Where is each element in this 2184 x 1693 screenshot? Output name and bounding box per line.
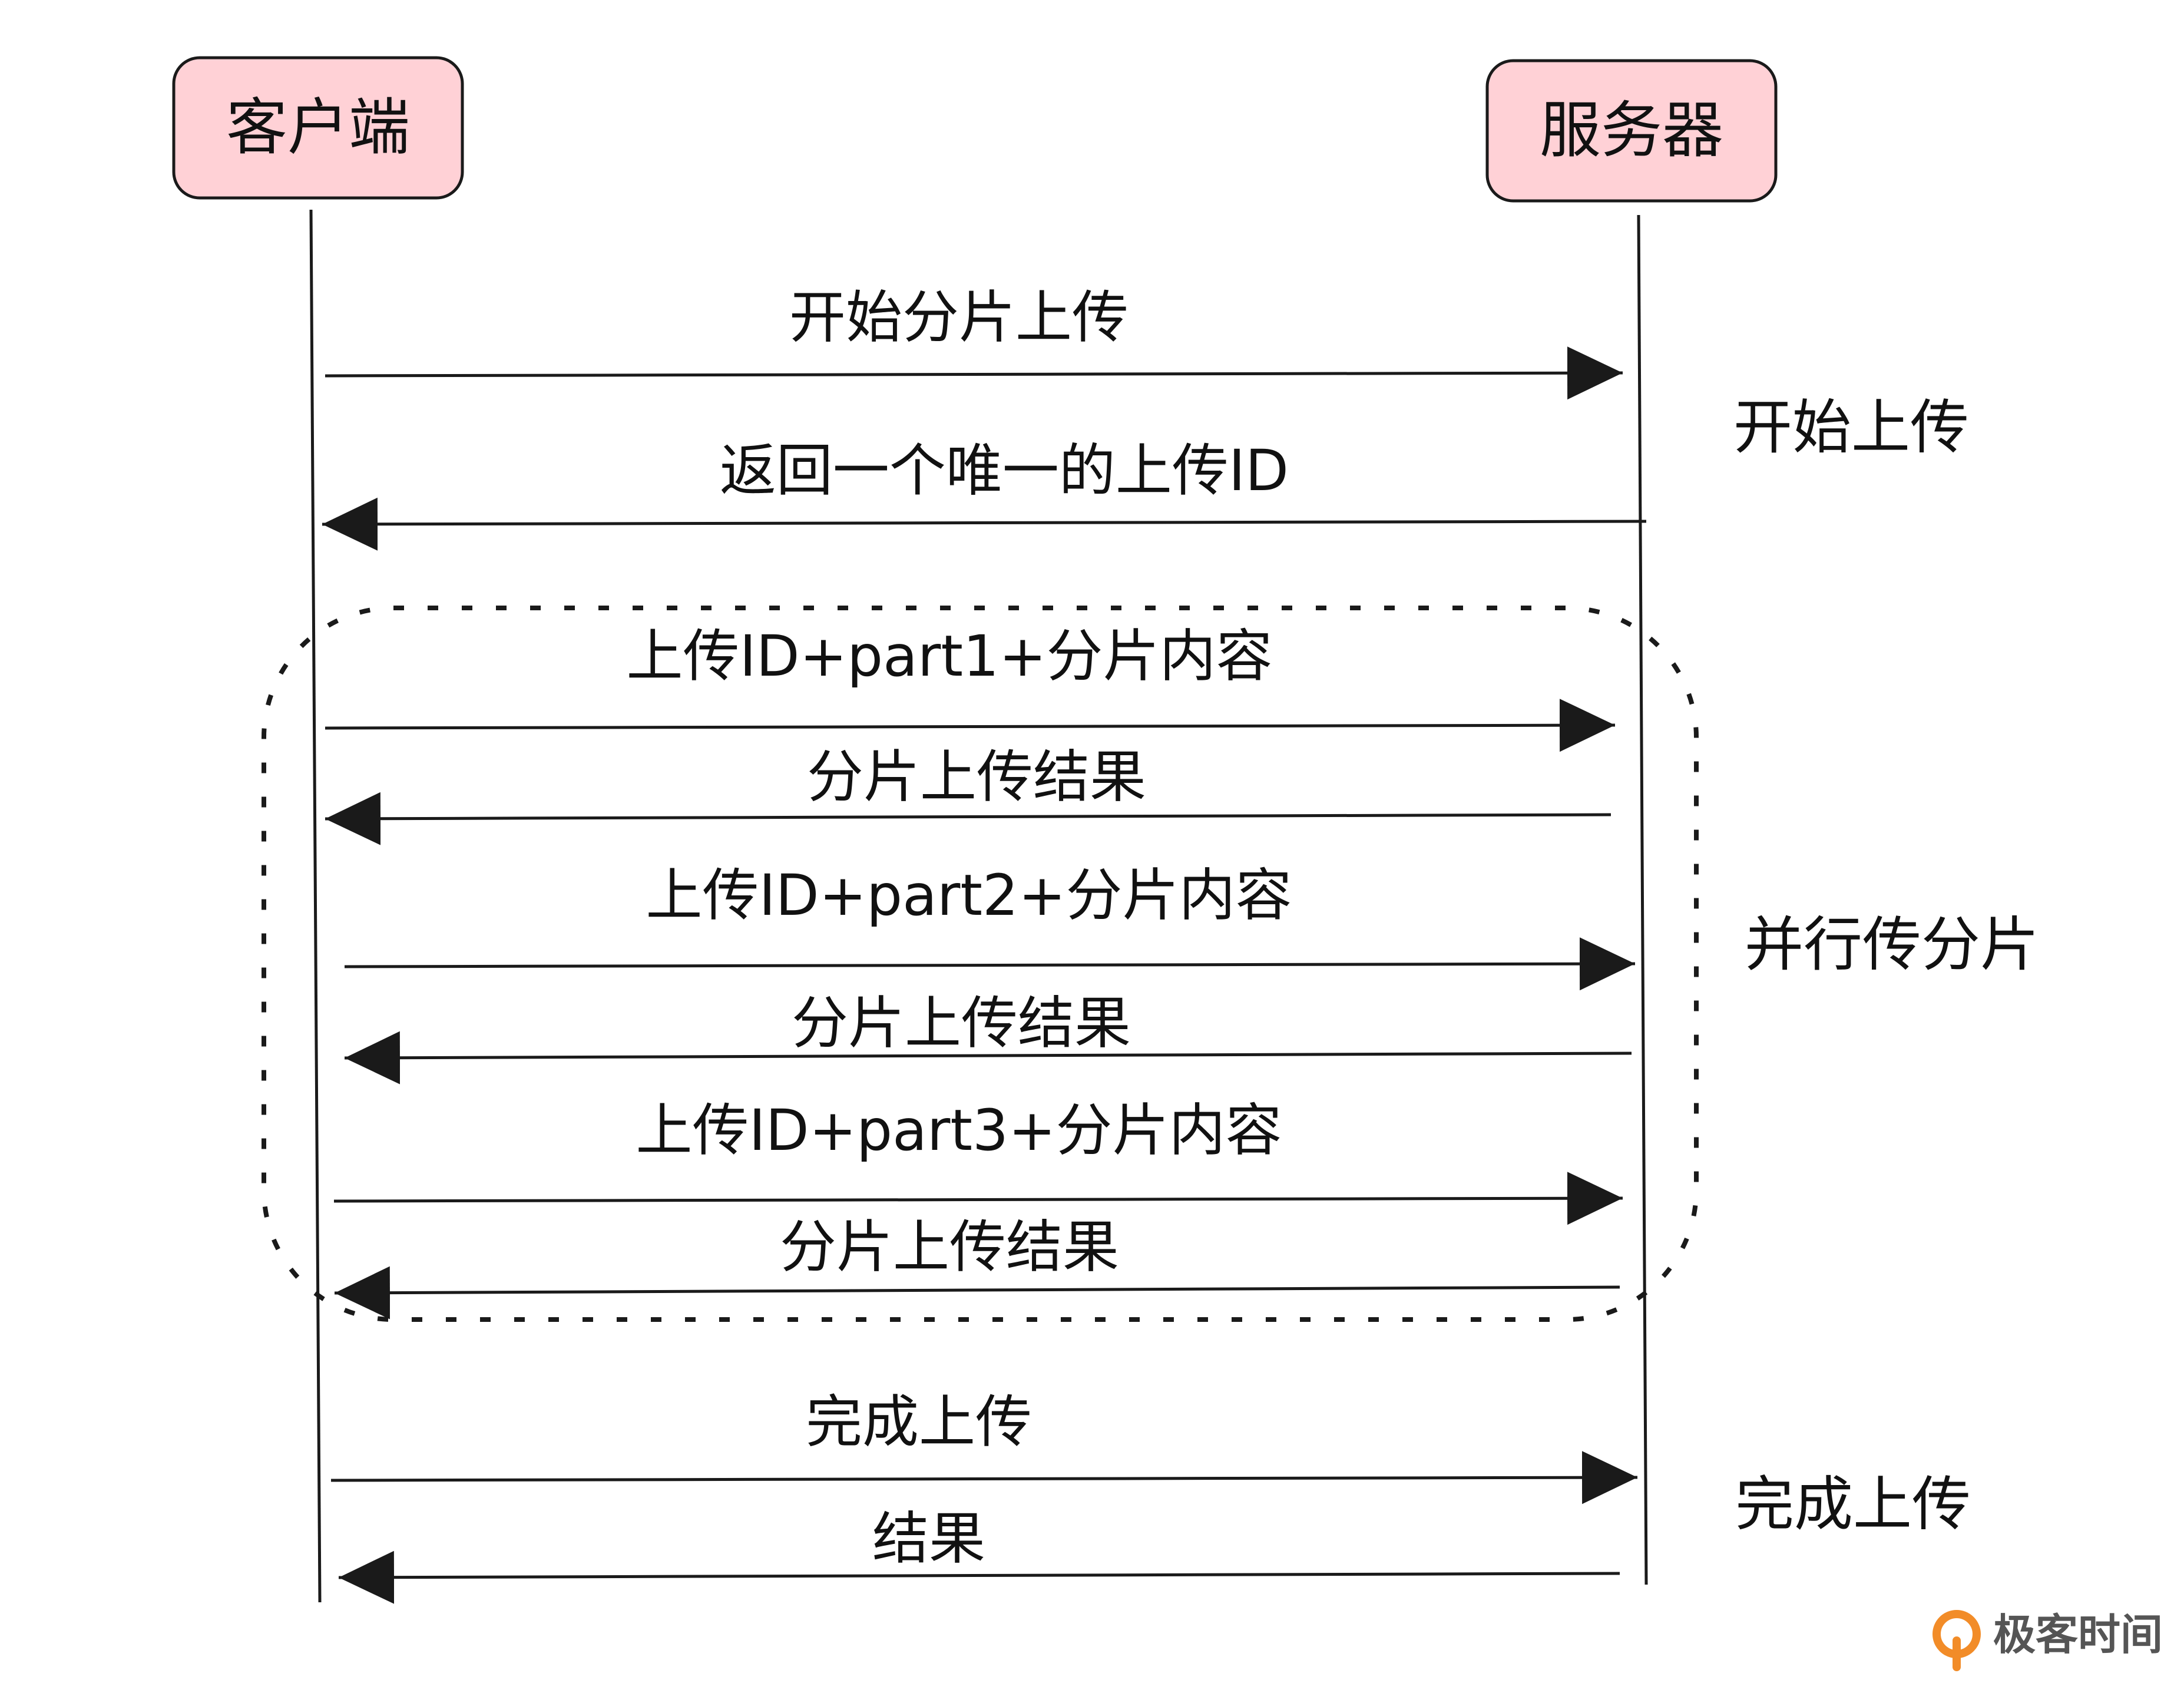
phase-label-parallel: 并行传分片 xyxy=(1745,910,2039,979)
parallel-section-box xyxy=(262,606,1699,1322)
message-label-part2: 上传ID+part2+分片内容 xyxy=(646,862,1292,928)
server-actor-label: 服务器 xyxy=(1540,94,1723,166)
client-lifeline xyxy=(309,209,322,1603)
message-label-part1: 上传ID+part1+分片内容 xyxy=(626,623,1272,689)
message-label-part3-result: 分片上传结果 xyxy=(780,1214,1119,1280)
message-arrow-part1 xyxy=(325,699,1616,752)
message-arrow-upload-id xyxy=(322,497,1647,551)
message-label-upload-id: 返回一个唯一的上传ID xyxy=(720,438,1289,504)
message-arrow-start-multipart xyxy=(325,346,1623,400)
message-arrow-part3-result xyxy=(334,1266,1620,1320)
message-label-part2-result: 分片上传结果 xyxy=(792,990,1131,1056)
message-arrow-result xyxy=(338,1550,1620,1604)
message-arrow-part2-result xyxy=(344,1031,1632,1084)
watermark-text: 极客时间 xyxy=(1993,1610,2163,1659)
message-label-result: 结果 xyxy=(872,1506,985,1572)
message-label-start-multipart: 开始分片上传 xyxy=(789,285,1129,350)
watermark-logo xyxy=(1932,1610,1981,1671)
server-actor-box xyxy=(1485,59,1778,203)
message-arrow-part3 xyxy=(333,1172,1623,1225)
phase-label-complete: 完成上传 xyxy=(1735,1470,1971,1539)
message-label-part1-result: 分片上传结果 xyxy=(807,744,1146,810)
server-lifeline xyxy=(1637,214,1648,1585)
message-arrow-part2 xyxy=(344,937,1636,991)
message-label-complete: 完成上传 xyxy=(806,1389,1032,1455)
client-actor-label: 客户端 xyxy=(226,91,410,163)
message-label-part3: 上传ID+part3+分片内容 xyxy=(636,1097,1282,1163)
phase-label-start: 开始上传 xyxy=(1733,393,1969,462)
message-arrow-complete xyxy=(330,1451,1638,1504)
client-actor-box xyxy=(172,56,464,200)
message-arrow-part1-result xyxy=(325,792,1611,845)
